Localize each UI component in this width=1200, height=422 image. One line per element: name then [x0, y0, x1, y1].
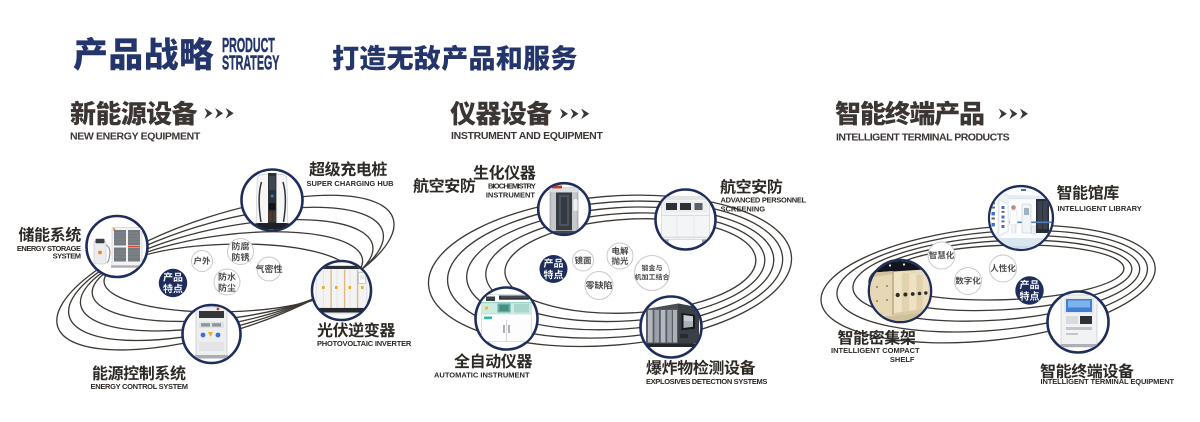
svg-text:INSTRUMENT: INSTRUMENT — [486, 191, 536, 200]
svg-text:ENERGY STORAGE: ENERGY STORAGE — [17, 244, 81, 253]
svg-text:INTELLIGENT TERMINAL PRODUCTS: INTELLIGENT TERMINAL PRODUCTS — [836, 131, 1010, 143]
svg-text:INTELLIGENT LIBRARY: INTELLIGENT LIBRARY — [1058, 204, 1142, 213]
svg-text:ADVANCED PERSONNEL: ADVANCED PERSONNEL — [721, 195, 807, 204]
svg-text:EXPLOSIVES DETECTION SYSTEMS: EXPLOSIVES DETECTION SYSTEMS — [646, 377, 767, 386]
svg-text:PRODUCT: PRODUCT — [222, 35, 275, 57]
svg-text:SHELF: SHELF — [890, 355, 915, 364]
svg-text:INTELLIGENT TERMINAL EQUIPMENT: INTELLIGENT TERMINAL EQUIPMENT — [1041, 377, 1175, 386]
svg-text:ENERGY CONTROL SYSTEM: ENERGY CONTROL SYSTEM — [91, 382, 188, 391]
svg-text:SYSTEM: SYSTEM — [53, 252, 81, 261]
svg-text:INSTRUMENT AND EQUIPMENT: INSTRUMENT AND EQUIPMENT — [451, 130, 603, 142]
svg-text:INTELLIGENT COMPACT: INTELLIGENT COMPACT — [831, 346, 920, 355]
svg-text:PHOTOVOLTAIC INVERTER: PHOTOVOLTAIC INVERTER — [317, 339, 412, 348]
svg-text:SCREENING: SCREENING — [721, 204, 766, 213]
svg-text:AUTOMATIC INSTRUMENT: AUTOMATIC INSTRUMENT — [434, 371, 530, 380]
svg-text:SUPER CHARGING HUB: SUPER CHARGING HUB — [307, 179, 395, 188]
svg-text:NEW ENERGY EQUIPMENT: NEW ENERGY EQUIPMENT — [70, 131, 201, 143]
svg-text:STRATEGY: STRATEGY — [222, 52, 280, 74]
svg-text:BIOCHEMISTRY: BIOCHEMISTRY — [488, 181, 536, 190]
